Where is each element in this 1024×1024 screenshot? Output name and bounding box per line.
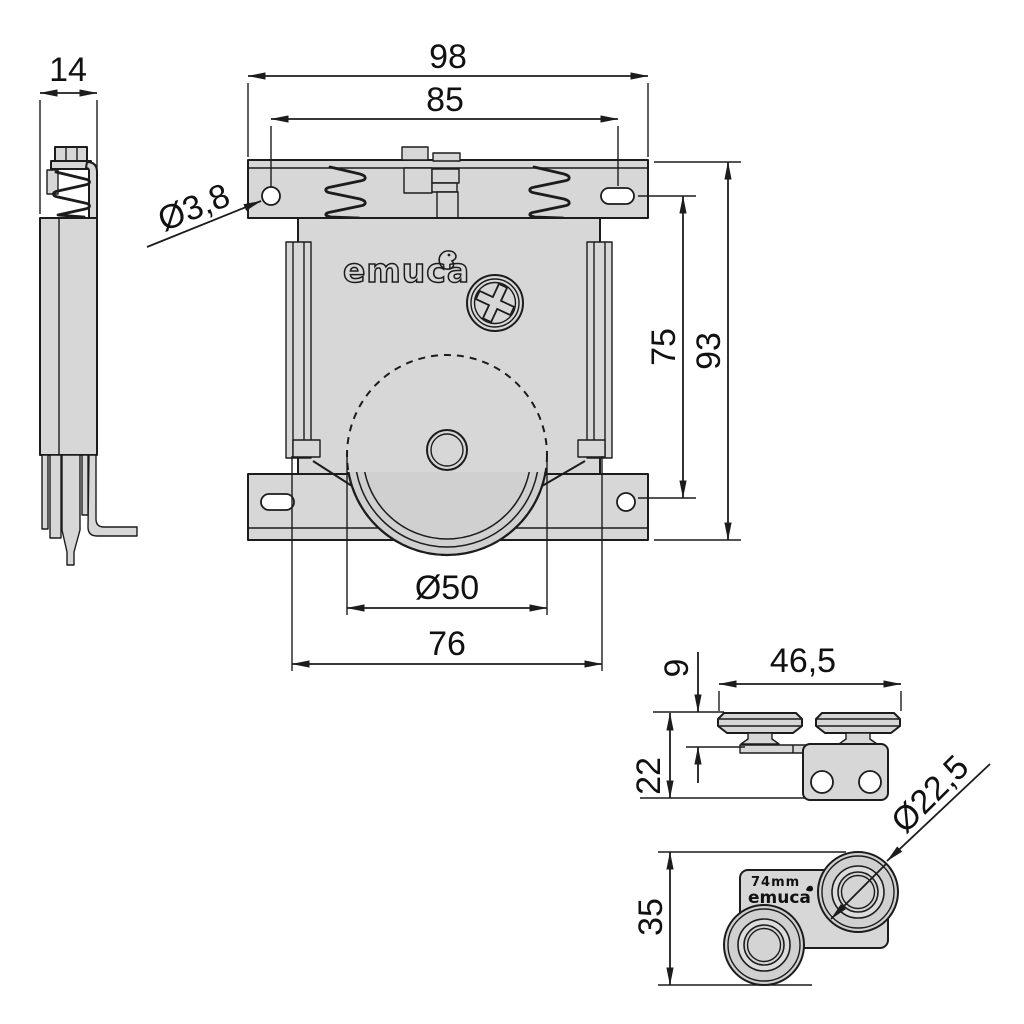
side-strip-2 xyxy=(49,454,62,539)
dim-center-height: 75 xyxy=(645,328,683,366)
trolley-wheel-cap-right xyxy=(815,712,901,734)
dim-trolley-wheel-offset: 9 xyxy=(658,659,696,678)
side-washer xyxy=(50,160,92,170)
dim-base-width: 76 xyxy=(428,625,466,663)
housing-rail-left xyxy=(285,241,312,459)
mount-slot-right xyxy=(600,187,635,205)
adjuster-stem xyxy=(436,191,459,219)
adjustment-screw xyxy=(466,274,524,332)
dim-wheel-diameter: Ø50 xyxy=(415,569,479,607)
trolley-wheel-stem-right xyxy=(838,732,878,745)
adjuster-tab-left xyxy=(401,146,429,161)
brand-logo: emuca xyxy=(343,251,470,290)
trolley-top-view xyxy=(717,712,901,801)
dim-trolley-height: 22 xyxy=(630,757,668,795)
side-hex-nut xyxy=(54,146,88,162)
base-hole-right xyxy=(616,492,636,512)
trolley-bracket-hole-right xyxy=(858,770,882,794)
trolley-wheel-lower xyxy=(723,904,805,986)
dim-hole-spacing: 85 xyxy=(426,81,464,119)
trolley-plate-edge xyxy=(739,744,813,754)
phillips-cross-icon xyxy=(474,282,516,324)
adjuster-tab-right xyxy=(432,152,461,162)
adjuster-block-right xyxy=(431,168,460,184)
dim-hole-diameter: Ø3,8 xyxy=(153,176,236,239)
side-strip-1 xyxy=(41,454,49,530)
trolley-wheel-stem-left xyxy=(740,732,780,745)
front-view: emuca xyxy=(247,146,649,557)
housing-rail-right xyxy=(586,241,613,459)
emuca-bird-icon xyxy=(438,250,457,270)
side-view xyxy=(39,146,138,566)
trolley-wheel-cap-left xyxy=(717,712,803,734)
front-spring-left xyxy=(324,165,367,220)
side-spring xyxy=(52,170,91,219)
housing-step-left xyxy=(292,439,321,458)
housing-step-right xyxy=(577,439,606,458)
mount-hole-left xyxy=(261,186,281,206)
side-body xyxy=(39,217,98,456)
trolley-bird-icon xyxy=(806,885,813,892)
trolley-side-view: 74mm emuca xyxy=(723,851,899,986)
trolley-size-label: 74mm xyxy=(751,875,800,890)
dim-trolley-view-height: 35 xyxy=(632,898,670,936)
adjuster-block-left xyxy=(403,167,433,194)
side-foot-bracket xyxy=(87,454,138,537)
trolley-brand-label: emuca xyxy=(748,888,811,908)
dim-trolley-wheel-diameter: Ø22,5 xyxy=(884,748,976,840)
side-wheel-edge xyxy=(61,454,81,566)
wheel-axle xyxy=(426,429,468,471)
adjuster-block-lower xyxy=(431,182,458,193)
side-strip-3 xyxy=(81,454,89,516)
dim-total-width: 98 xyxy=(429,38,467,76)
dim-side-width: 14 xyxy=(49,51,87,89)
trolley-bracket-hole-left xyxy=(810,770,834,794)
dim-trolley-width: 46,5 xyxy=(770,642,836,680)
base-slot-left xyxy=(260,493,295,511)
dim-total-height: 93 xyxy=(690,332,728,370)
